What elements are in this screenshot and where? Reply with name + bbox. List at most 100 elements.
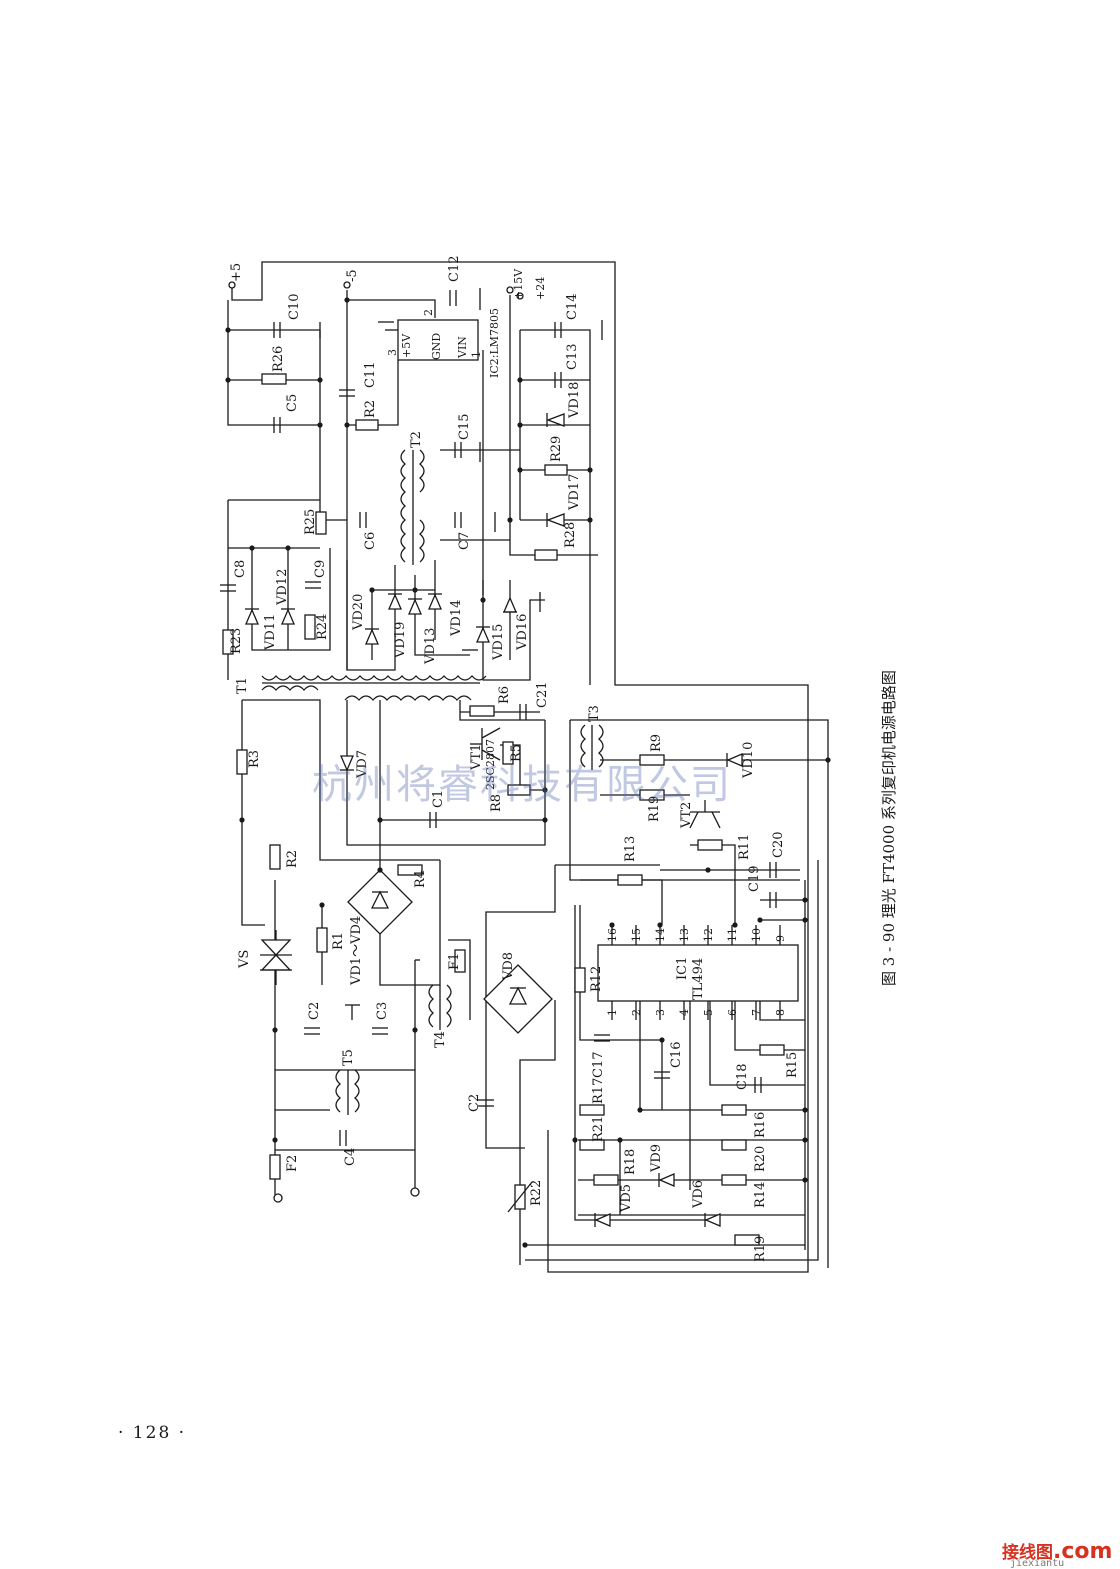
ic1-pin-16: 16 xyxy=(606,928,619,942)
ic1-pin-8: 8 xyxy=(774,1009,787,1016)
resistor-r2-mid xyxy=(269,844,281,870)
label-plus15: +15V xyxy=(512,268,525,300)
logo-subtext: jiexiantu xyxy=(1010,1558,1065,1569)
transformer-t3 xyxy=(580,724,604,770)
transistor-labels: VT1 2SC2807 VT2 xyxy=(469,739,694,829)
label-vd19: VD19 xyxy=(393,622,408,659)
label-c7: C7 xyxy=(457,532,472,550)
terminals xyxy=(228,281,524,1203)
label-vd12: VD12 xyxy=(275,569,290,606)
label-r19-bottom: R19 xyxy=(753,1236,768,1262)
resistor-r16 xyxy=(721,1104,747,1116)
logo-text: 接线图 xyxy=(1002,1543,1053,1563)
label-vd11: VD11 xyxy=(263,614,278,651)
label-c2-bottom: C2 xyxy=(467,1094,482,1112)
capacitor-c19 xyxy=(769,892,777,908)
diode-vd10 xyxy=(726,753,743,767)
label-c14: C14 xyxy=(565,294,580,321)
label-r24: R24 xyxy=(315,614,330,640)
capacitor-c11 xyxy=(339,389,355,397)
label-c12: C12 xyxy=(447,256,462,283)
label-f2: F2 xyxy=(285,1155,300,1172)
label-t2: T2 xyxy=(409,431,424,448)
label-r21: R21 xyxy=(591,1116,606,1142)
label-c2-left: C2 xyxy=(307,1002,322,1020)
label-c10: C10 xyxy=(287,294,302,321)
ic1-pin-12: 12 xyxy=(702,928,715,942)
label-r11: R11 xyxy=(737,834,752,860)
resistor-r15 xyxy=(759,1044,785,1056)
ground-symbols xyxy=(319,288,603,1020)
capacitor-c7 xyxy=(454,512,462,528)
label-r14: R14 xyxy=(753,1182,768,1208)
resistor-r24 xyxy=(304,614,316,640)
capacitor-c13 xyxy=(554,372,562,388)
label-r26: R26 xyxy=(271,346,286,372)
resistor-r21 xyxy=(579,1139,605,1151)
label-r23: R23 xyxy=(229,628,244,654)
label-c18: C18 xyxy=(735,1064,750,1091)
reg-pin-vin: VIN xyxy=(456,336,469,359)
label-vd16: VD16 xyxy=(515,614,530,651)
ic1-pin-11: 11 xyxy=(726,928,739,942)
resistor-r19-mid xyxy=(639,789,665,801)
watermark: 杭州将睿科技有限公司 xyxy=(312,762,732,808)
label-f1: F1 xyxy=(447,953,462,970)
transformer-t1 xyxy=(261,675,487,701)
capacitor-c20 xyxy=(769,862,777,878)
ic1-pin-3: 3 xyxy=(654,1009,667,1016)
label-plus5: +5 xyxy=(229,263,244,282)
label-c1: C1 xyxy=(431,790,446,808)
resistor-r6 xyxy=(469,705,495,717)
label-c3: C3 xyxy=(375,1002,390,1020)
diode-vd14 xyxy=(428,593,442,610)
label-c20: C20 xyxy=(771,832,786,859)
transformer-t5 xyxy=(335,1069,360,1115)
capacitor-c21 xyxy=(519,704,527,720)
label-r12: R12 xyxy=(589,966,604,992)
ic1-pin-4: 4 xyxy=(678,1009,691,1016)
diode-vd20 xyxy=(365,628,379,645)
junction-dots xyxy=(225,297,831,1248)
diode-vd7 xyxy=(340,755,354,772)
resistor-r29 xyxy=(544,464,568,476)
diode-vd19 xyxy=(388,593,402,610)
reg-name: IC2:LM7805 xyxy=(488,308,501,378)
resistor-r23 xyxy=(222,629,234,655)
resistor-r2-top xyxy=(355,419,379,431)
capacitor-c18 xyxy=(754,1077,762,1093)
ic1-part: TL494 xyxy=(691,958,706,1000)
resistor-r1 xyxy=(316,927,328,953)
resistor-r3 xyxy=(236,749,248,775)
diode-vd16 xyxy=(503,596,517,613)
page-number: · 128 · xyxy=(118,1423,187,1443)
label-r25: R25 xyxy=(303,509,318,535)
resistor-r14 xyxy=(721,1174,747,1186)
label-plus24: +24 xyxy=(534,277,547,300)
label-t3: T3 xyxy=(587,705,602,722)
label-c13: C13 xyxy=(565,344,580,371)
label-r2-top: R2 xyxy=(363,400,378,418)
label-vd10: VD10 xyxy=(741,742,756,779)
diode-vd6 xyxy=(704,1213,721,1227)
resistor-r9 xyxy=(639,754,665,766)
resistor-r19-bottom xyxy=(734,1234,760,1246)
resistor-r12 xyxy=(574,967,586,993)
capacitor-c3 xyxy=(372,1027,388,1035)
label-r8: R8 xyxy=(489,794,504,812)
label-r16: R16 xyxy=(753,1112,768,1138)
label-r19-mid: R19 xyxy=(647,796,662,822)
ic1-pin-13: 13 xyxy=(678,928,691,942)
label-r13: R13 xyxy=(623,836,638,862)
label-vd13: VD13 xyxy=(423,628,438,665)
regulator-labels: +5V GND VIN 1 2 3 IC2:LM7805 xyxy=(386,308,501,378)
ic1-pin-6: 6 xyxy=(726,1009,739,1016)
label-c9: C9 xyxy=(313,560,328,578)
label-c4: C4 xyxy=(343,1148,358,1166)
component-symbols xyxy=(220,281,831,1248)
ic1-name: IC1 xyxy=(675,957,690,980)
label-vd14: VD14 xyxy=(449,600,464,637)
label-vt2: VT2 xyxy=(679,802,694,829)
figure-caption: 图 3 - 90 理光 FT4000 系列复印机电源电路图 xyxy=(880,670,898,986)
label-r1: R1 xyxy=(331,932,346,950)
